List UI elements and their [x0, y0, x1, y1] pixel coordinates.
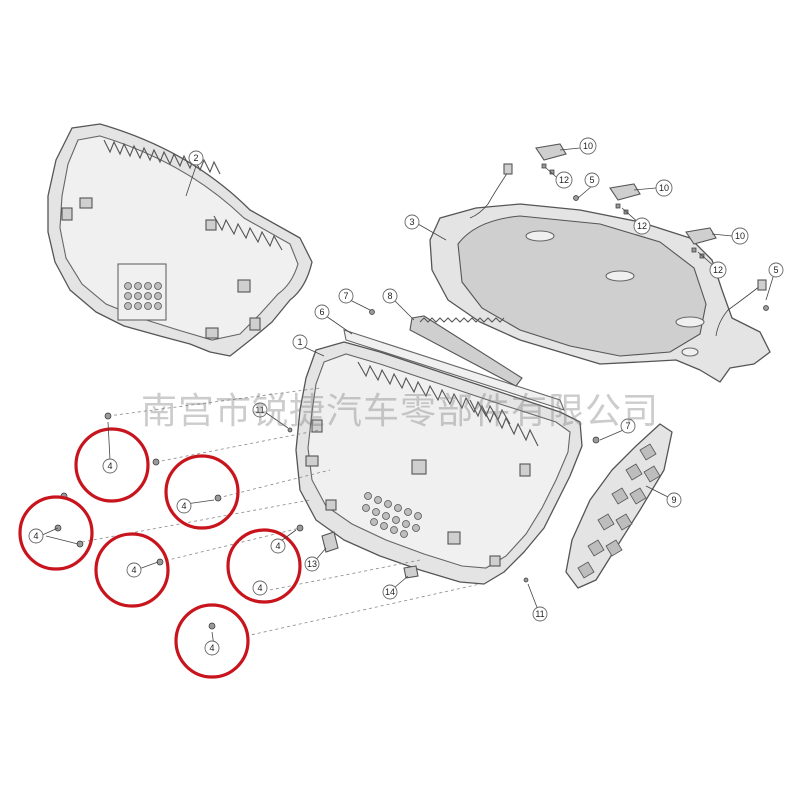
part-9-mesh-bracket [565, 423, 673, 589]
part-11-pin-b [523, 577, 529, 583]
svg-text:12: 12 [637, 221, 647, 231]
callout-9: 9 [666, 492, 682, 508]
svg-text:12: 12 [559, 175, 569, 185]
callout-14: 14 [382, 584, 398, 600]
svg-text:3: 3 [409, 217, 414, 227]
highlight-ring [226, 528, 302, 604]
part-5-screw-b [763, 305, 769, 311]
svg-text:4: 4 [209, 643, 214, 653]
part-3-parcel-shelf [429, 163, 771, 383]
callout-5b: 5 [768, 262, 784, 278]
svg-text:4: 4 [131, 565, 136, 575]
svg-text:10: 10 [583, 141, 593, 151]
part-10-lamp-b [609, 183, 641, 215]
svg-text:11: 11 [255, 405, 264, 415]
part-7-clip-a [369, 309, 375, 315]
callout-13: 13 [304, 556, 320, 572]
part-11-pin-a [287, 427, 293, 433]
svg-text:7: 7 [625, 421, 630, 431]
part-10-lamp-a [535, 143, 567, 175]
svg-text:2: 2 [193, 153, 198, 163]
svg-text:14: 14 [385, 587, 395, 597]
svg-text:4: 4 [275, 541, 280, 551]
callout-1: 1 [292, 334, 308, 350]
callout-5a: 5 [584, 172, 600, 188]
svg-text:6: 6 [319, 307, 324, 317]
part-13-bracket [321, 531, 339, 553]
svg-text:5: 5 [773, 265, 778, 275]
highlight-ring [94, 532, 170, 608]
part-14-clip [403, 565, 419, 579]
callout-7b: 7 [620, 418, 636, 434]
callout-12b: 12 [633, 217, 651, 235]
highlight-ring [164, 454, 240, 530]
svg-text:4: 4 [257, 583, 262, 593]
callout-11a: 11 [252, 402, 268, 418]
svg-text:11: 11 [535, 609, 544, 619]
svg-text:4: 4 [107, 461, 112, 471]
svg-text:8: 8 [387, 291, 392, 301]
highlight-ring [18, 495, 94, 571]
highlight-ring [74, 427, 150, 503]
svg-text:7: 7 [343, 291, 348, 301]
callout-8: 8 [382, 288, 398, 304]
svg-text:4: 4 [181, 501, 186, 511]
svg-text:4: 4 [33, 531, 38, 541]
svg-text:12: 12 [713, 265, 723, 275]
callout-4c: 4 [28, 528, 44, 544]
callout-12c: 12 [709, 261, 727, 279]
part-2-upper-trim-panel [47, 123, 313, 357]
svg-text:13: 13 [307, 559, 317, 569]
part-8-vent-grille [409, 315, 523, 387]
callout-12a: 12 [555, 171, 573, 189]
callout-10b: 10 [655, 179, 673, 197]
callout-7: 7 [338, 288, 354, 304]
callout-4g: 4 [204, 640, 220, 656]
part-4-fasteners [54, 412, 304, 630]
svg-text:10: 10 [735, 231, 745, 241]
part-7-clip-b [592, 436, 600, 444]
highlight-ring [174, 603, 250, 679]
callouts: 2 3 7 8 6 1 11 11 7 9 10 10 10 12 12 12 … [28, 137, 784, 656]
callout-4e: 4 [270, 538, 286, 554]
callout-4b: 4 [176, 498, 192, 514]
callout-10c: 10 [731, 227, 749, 245]
callout-4a: 4 [102, 458, 118, 474]
part-5-screw-a [573, 195, 579, 201]
callout-10a: 10 [579, 137, 597, 155]
callout-11b: 11 [532, 606, 548, 622]
svg-text:9: 9 [671, 495, 676, 505]
highlight-rings [18, 427, 302, 679]
callout-3: 3 [404, 214, 420, 230]
callout-4f: 4 [252, 580, 268, 596]
callout-6: 6 [314, 304, 330, 320]
svg-text:10: 10 [659, 183, 669, 193]
callout-2: 2 [188, 150, 204, 166]
svg-text:1: 1 [297, 337, 302, 347]
callout-4d: 4 [126, 562, 142, 578]
part-6-rail [343, 329, 565, 411]
part-1-lower-trim-panel [295, 341, 583, 585]
svg-text:5: 5 [589, 175, 594, 185]
